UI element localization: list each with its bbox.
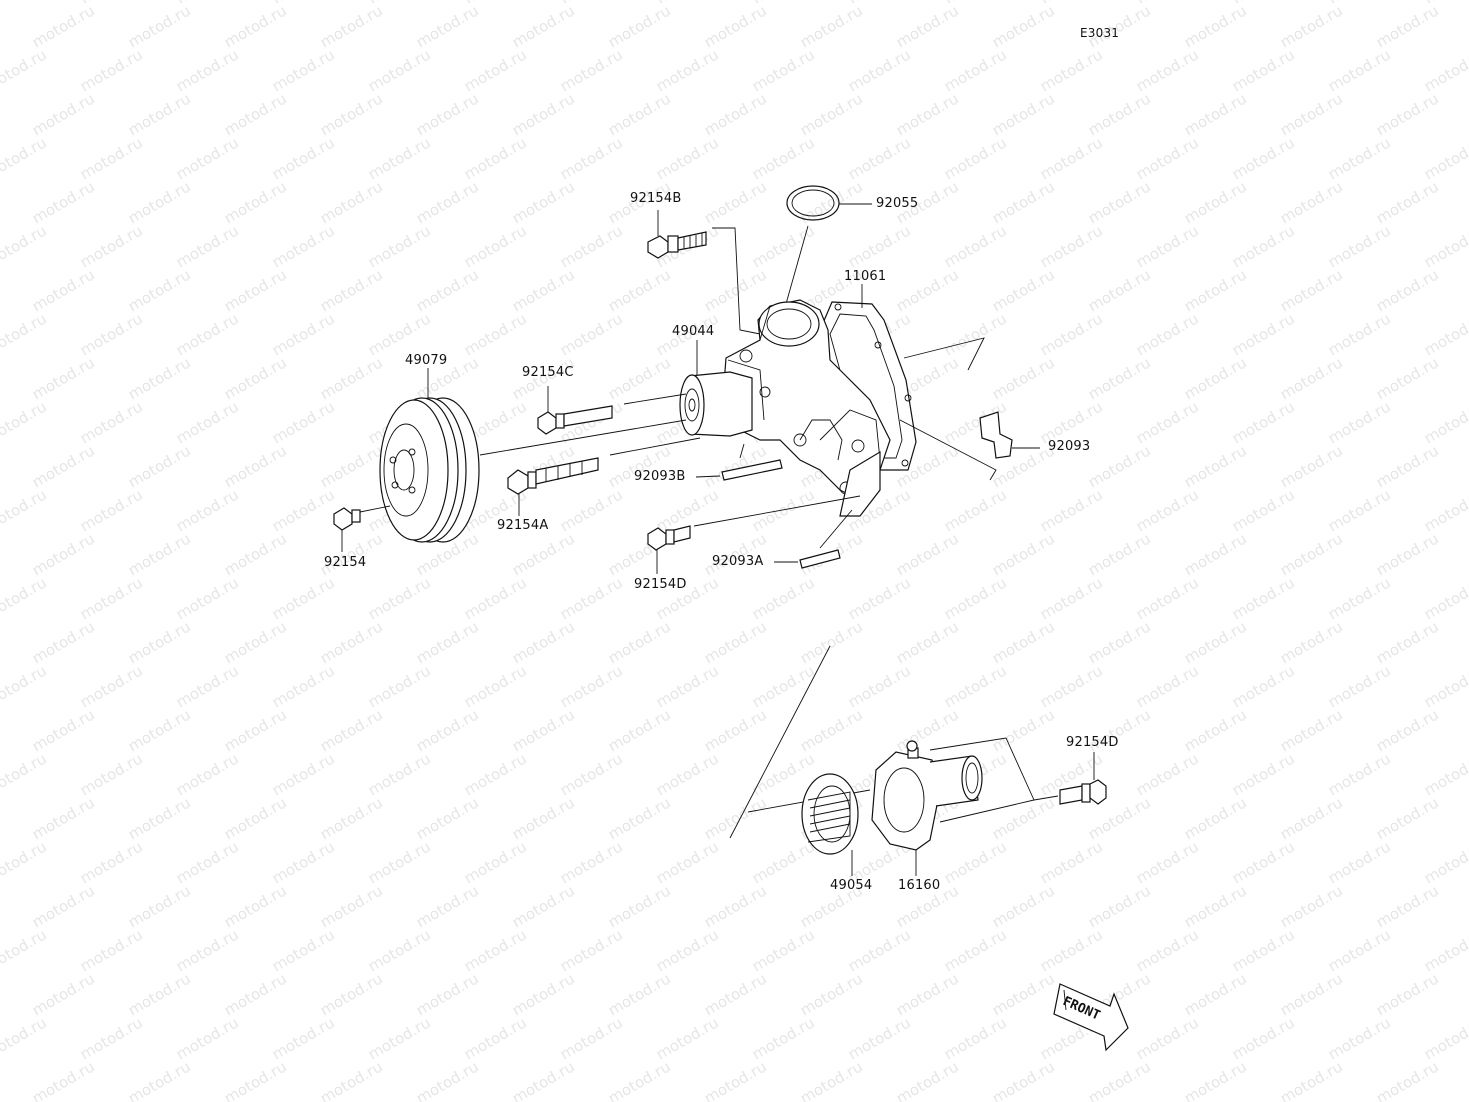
dowel-92093B bbox=[695, 443, 783, 481]
water-pump-49044 bbox=[679, 299, 891, 517]
diagram-code: E3031 bbox=[1080, 26, 1120, 40]
bolt-92154D-upper bbox=[647, 495, 861, 574]
o-ring-92055 bbox=[781, 185, 872, 319]
part-label-92154A[interactable]: 92154A bbox=[497, 518, 549, 533]
pulley-49079 bbox=[379, 368, 687, 543]
bolt-92154B bbox=[647, 210, 761, 335]
thermostat-49054 bbox=[801, 773, 859, 876]
bolt-92154D-lower bbox=[1033, 752, 1107, 805]
part-label-92154C[interactable]: 92154C bbox=[522, 365, 574, 380]
clip-92093 bbox=[899, 337, 1040, 481]
part-label-92154D[interactable]: 92154D bbox=[634, 577, 687, 592]
bolt-92154 bbox=[333, 505, 391, 552]
part-label-92093B[interactable]: 92093B bbox=[634, 469, 686, 484]
dowel-92093A bbox=[774, 509, 853, 569]
part-label-92093[interactable]: 92093 bbox=[1048, 439, 1091, 454]
part-label-49044[interactable]: 49044 bbox=[672, 324, 715, 339]
gasket-11061 bbox=[819, 284, 917, 471]
part-label-49079[interactable]: 49079 bbox=[405, 353, 448, 368]
front-arrow-icon: FRONT bbox=[1053, 983, 1129, 1052]
part-label-16160[interactable]: 16160 bbox=[898, 878, 941, 893]
part-label-92093A[interactable]: 92093A bbox=[712, 554, 764, 569]
part-label-92154D-lower[interactable]: 92154D bbox=[1066, 735, 1119, 750]
part-label-92154B[interactable]: 92154B bbox=[630, 191, 682, 206]
part-label-11061[interactable]: 11061 bbox=[844, 269, 887, 284]
part-label-49054[interactable]: 49054 bbox=[830, 878, 873, 893]
part-label-92055[interactable]: 92055 bbox=[876, 196, 919, 211]
thermostat-housing-16160 bbox=[871, 740, 983, 876]
bolt-92154A bbox=[507, 437, 701, 516]
part-label-92154[interactable]: 92154 bbox=[324, 555, 367, 570]
bolt-92154C bbox=[537, 386, 687, 435]
